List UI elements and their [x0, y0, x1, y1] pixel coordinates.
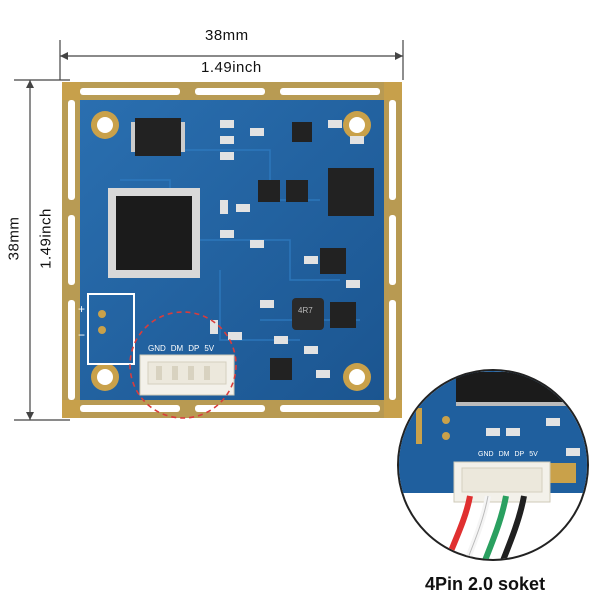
inset-pin-label-dm: DM [498, 451, 510, 458]
pin-label-5v: 5V [204, 344, 215, 353]
inset-pin-label-5v: 5V [529, 451, 538, 458]
width-dimension [59, 40, 404, 80]
connector-inset [397, 369, 589, 561]
inductor-marking: 4R7 [298, 306, 313, 315]
pin-label-dp: DP [188, 344, 200, 353]
width-mm-label: 38mm [205, 27, 249, 44]
board-pin-labels: GND DM DP 5V [148, 344, 214, 353]
inset-pin-label-gnd: GND [478, 451, 494, 458]
pin-label-dm: DM [170, 344, 184, 353]
height-dimension [14, 79, 70, 421]
inset-pin-labels: GND DM DP 5V [478, 451, 538, 458]
silkscreen-plus: + [78, 302, 86, 316]
silkscreen-minus: − [78, 328, 86, 342]
pin-label-gnd: GND [148, 344, 166, 353]
connector-caption: 4Pin 2.0 soket [425, 574, 546, 594]
height-inch-label: 1.49inch [37, 208, 55, 269]
inset-pin-label-dp: DP [514, 451, 525, 458]
height-mm-label: 38mm [5, 216, 23, 261]
width-inch-label: 1.49inch [201, 59, 262, 76]
camera-pcb-board [62, 82, 402, 419]
